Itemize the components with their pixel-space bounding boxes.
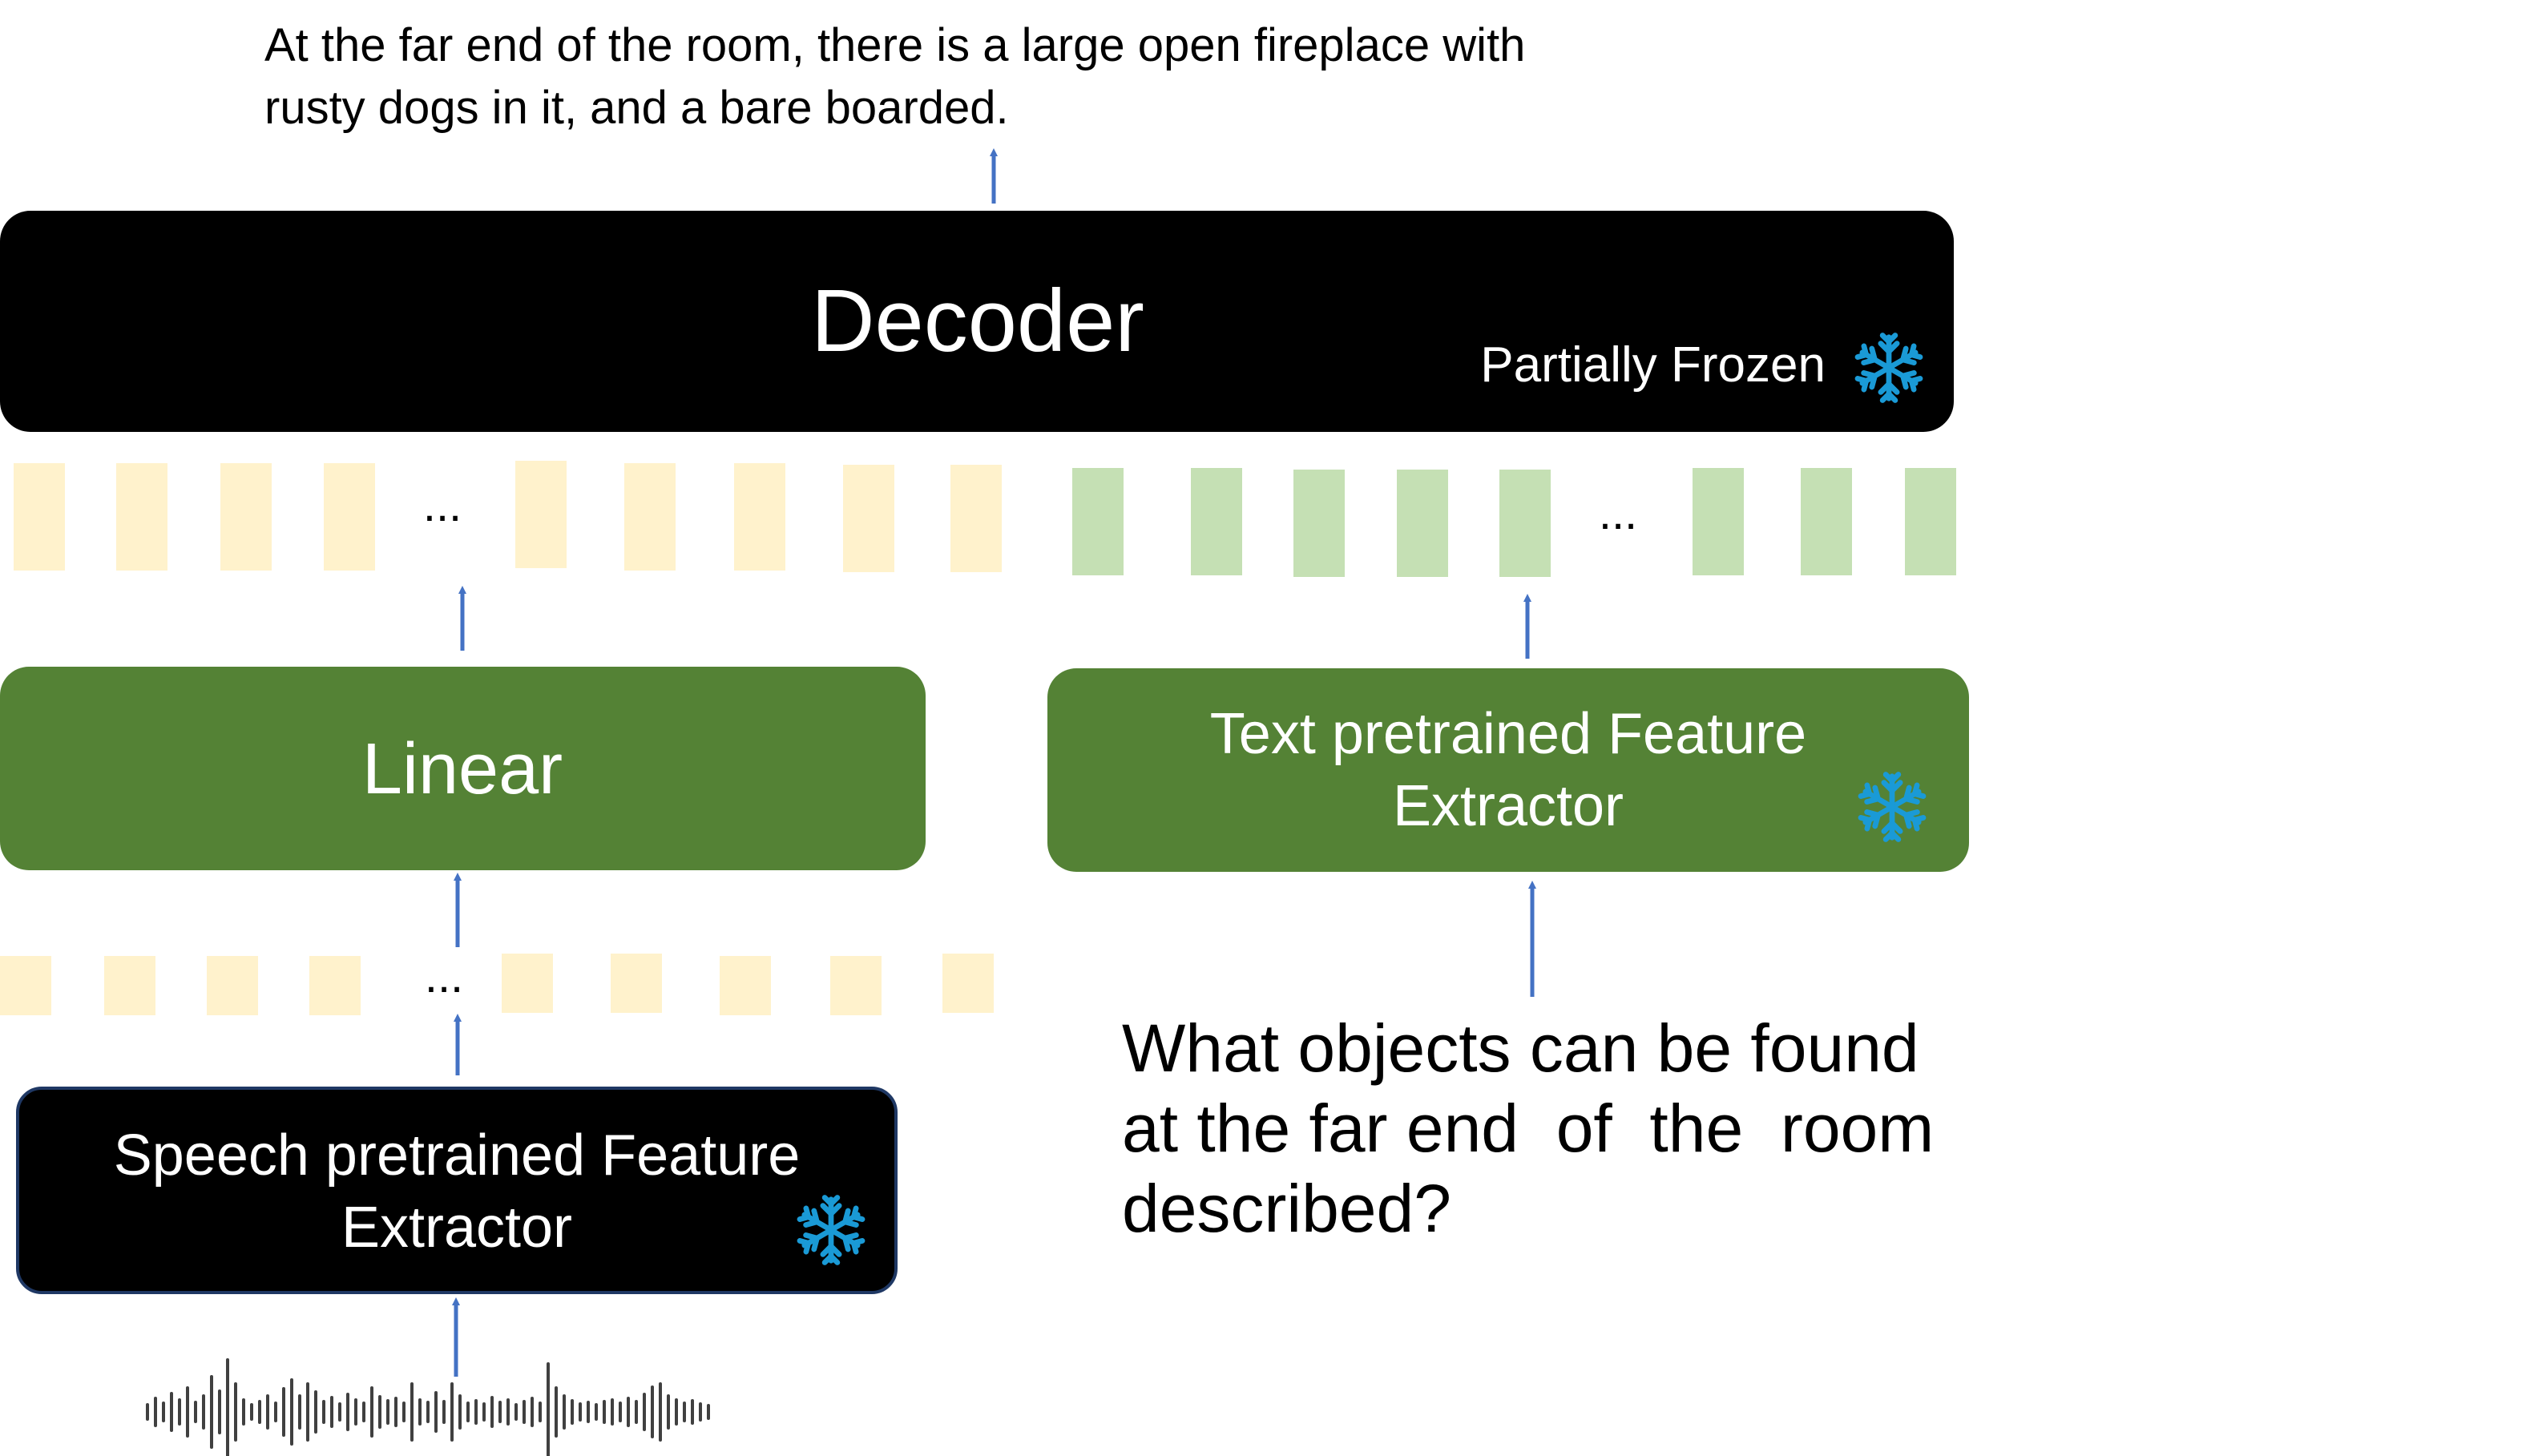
speech-frame-ellipsis: ... (425, 950, 463, 1002)
text-extractor-block: Text pretrained Feature Extractor (1047, 668, 1969, 872)
speech-token (843, 465, 894, 572)
speech-frame (830, 956, 882, 1015)
speech-frame (0, 956, 51, 1015)
text-token (1905, 468, 1956, 575)
speech-extractor-label-line-1: Speech pretrained Feature (114, 1123, 801, 1188)
speech-token (734, 463, 785, 571)
speech-token-ellipsis: ... (423, 479, 462, 531)
speech-token (624, 463, 676, 571)
speech-token (324, 463, 375, 571)
speech-frame (611, 954, 662, 1013)
text-token (1801, 468, 1852, 575)
speech-frame-row: ... (0, 950, 994, 1015)
decoder-label: Decoder (811, 272, 1144, 370)
linear-label: Linear (362, 729, 563, 809)
text-token-row: ... (1072, 468, 1956, 577)
text-extractor-label-line-2: Extractor (1393, 774, 1624, 838)
decoder-badge: Partially Frozen (1480, 337, 1826, 393)
speech-extractor-block: Speech pretrained Feature Extractor (16, 1087, 898, 1294)
question-line-1: What objects can be found (1122, 1010, 1919, 1086)
speech-token (14, 463, 65, 571)
text-token (1499, 470, 1551, 577)
text-token (1072, 468, 1124, 575)
question-line-3: described? (1122, 1171, 1451, 1246)
text-token-ellipsis: ... (1599, 487, 1637, 539)
speech-frame (720, 956, 771, 1015)
speech-frame (502, 954, 553, 1013)
question-line-2: at the far end of the room (1122, 1091, 1934, 1166)
speech-frame (207, 956, 258, 1015)
speech-token (116, 463, 167, 571)
text-extractor-label-line-1: Text pretrained Feature (1210, 702, 1806, 766)
text-token (1293, 470, 1345, 577)
speech-extractor-label-line-2: Extractor (341, 1196, 572, 1260)
speech-token (220, 463, 272, 571)
decoder-block: Decoder Partially Frozen (0, 211, 1954, 432)
speech-token (950, 465, 1002, 572)
linear-block: Linear (0, 667, 926, 870)
speech-token (515, 461, 567, 568)
speech-frame (942, 954, 994, 1013)
text-token (1397, 470, 1448, 577)
text-token (1191, 468, 1242, 575)
speech-frame (104, 956, 155, 1015)
speech-frame (309, 956, 361, 1015)
text-token (1693, 468, 1744, 575)
output-text-line-1: At the far end of the room, there is a l… (264, 19, 1525, 71)
output-text-line-2: rusty dogs in it, and a bare boarded. (264, 82, 1009, 134)
audio-waveform-icon (146, 1358, 710, 1456)
speech-token-row: ... (14, 461, 1002, 572)
